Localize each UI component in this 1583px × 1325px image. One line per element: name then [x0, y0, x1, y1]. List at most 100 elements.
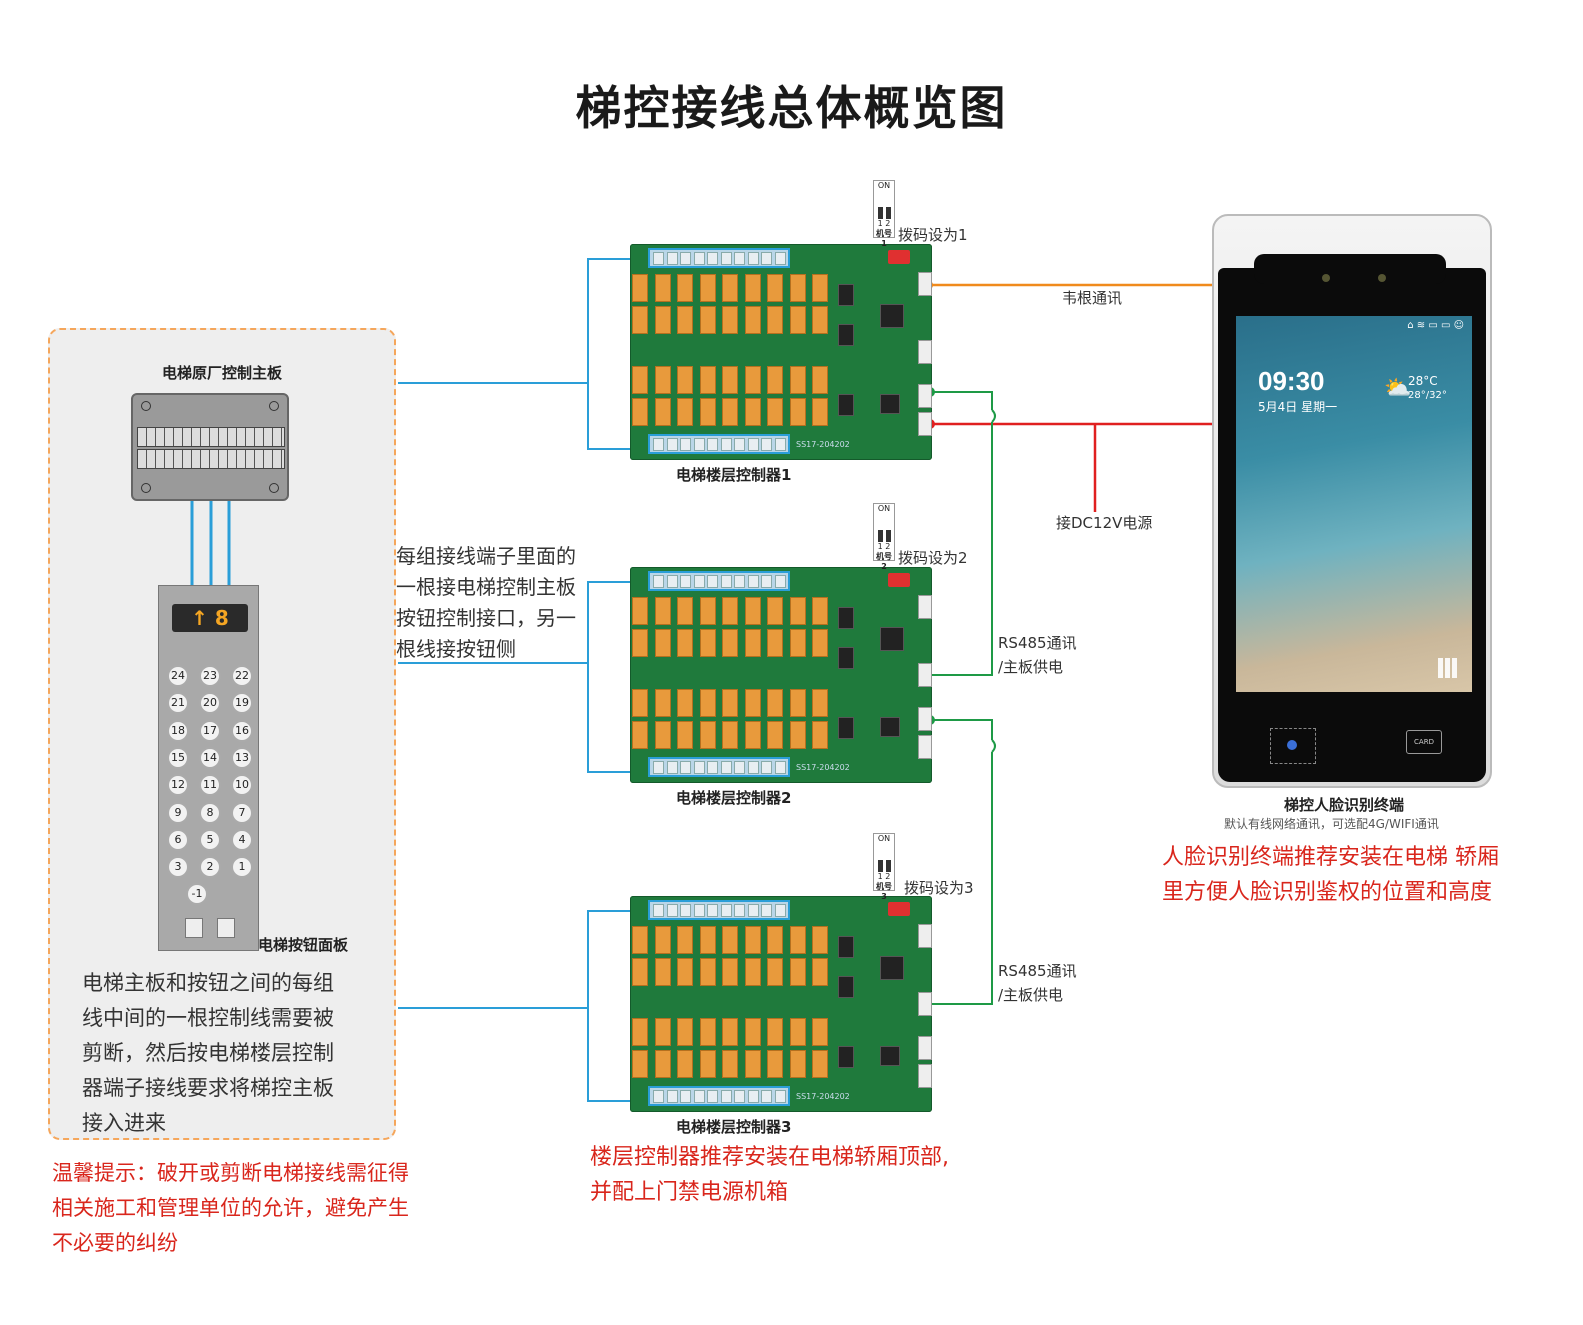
relay	[722, 958, 738, 986]
terminal-pin	[680, 904, 691, 917]
relay	[767, 274, 783, 302]
floor-button: 17	[199, 719, 221, 742]
relay	[699, 398, 716, 426]
cable-to-controller-2	[398, 581, 648, 773]
relay	[789, 629, 806, 657]
terminal-pin	[653, 761, 664, 774]
terminal-pin	[774, 252, 786, 265]
terminal-pin	[680, 1090, 691, 1103]
note-line: 人脸识别终端推荐安装在电梯 轿厢	[1162, 845, 1499, 870]
relay	[677, 1018, 693, 1046]
relay	[722, 1018, 738, 1046]
relay	[812, 274, 828, 302]
ic-chip	[880, 956, 904, 980]
floor-button: 10	[231, 774, 253, 797]
screen-temp-range: 28°/32°	[1408, 390, 1447, 401]
terminal-pin	[653, 438, 664, 451]
wire-connector	[918, 1036, 932, 1060]
weather-icon: ⛅	[1384, 376, 1412, 401]
note-line: 并配上门禁电源机箱	[590, 1180, 789, 1205]
wire-connector	[918, 924, 932, 948]
relay	[767, 398, 783, 426]
floor-button: 24	[167, 665, 189, 687]
relay	[632, 366, 648, 394]
relay	[744, 629, 761, 657]
dip-tag: 机号2	[876, 552, 892, 571]
relay	[812, 306, 828, 334]
ic-chip	[838, 717, 854, 739]
terminal-pin	[734, 1090, 745, 1103]
controller-install-note: 楼层控制器推荐安装在电梯轿厢顶部, 并配上门禁电源机箱	[590, 1140, 949, 1210]
floor-button: 14	[199, 746, 221, 769]
desc-line: 线中间的一根控制线需要被	[82, 1006, 334, 1030]
relay	[767, 926, 783, 954]
terminal-block	[648, 434, 790, 454]
rs485-line-text: /主板供电	[998, 986, 1064, 1004]
relay	[789, 597, 806, 625]
pcb-code: SS17-204202	[796, 1092, 850, 1101]
dip-switch[interactable]	[888, 573, 910, 587]
relay	[654, 366, 671, 394]
relay	[677, 629, 693, 657]
dip-numbers: 1 2	[877, 542, 891, 551]
floor-button: 18	[167, 719, 189, 742]
terminal-pin	[734, 904, 745, 917]
face-recognition-terminal: ⌂ ≋ ▭ ▭ ☺ 09:30 5月4日 星期一 ⛅ 28°C 28°/32° …	[1212, 214, 1492, 788]
relay	[699, 958, 716, 986]
floor-button: 3	[167, 856, 189, 879]
terminal-pin	[666, 904, 678, 917]
button-panel-label: 电梯按钮面板	[258, 936, 349, 954]
relay	[654, 689, 671, 717]
floor-button: 5	[199, 828, 221, 851]
relay	[699, 306, 716, 334]
relay	[767, 629, 783, 657]
floor-button: 1	[231, 856, 253, 879]
note-line: 根线接按钮侧	[396, 637, 516, 661]
relay	[654, 958, 671, 986]
terminal-pin	[774, 904, 786, 917]
dip-switch[interactable]	[888, 902, 910, 916]
relay	[632, 398, 648, 426]
dip-switch[interactable]	[888, 250, 910, 264]
note-line: 楼层控制器推荐安装在电梯轿厢顶部,	[590, 1145, 949, 1170]
dip-on-text: ON	[877, 834, 891, 843]
terminal-pin	[653, 575, 664, 588]
terminal-block	[648, 757, 790, 777]
camera-notch	[1254, 254, 1446, 284]
floor-button: 21	[167, 692, 189, 715]
terminal-pin	[693, 761, 705, 774]
relay	[722, 597, 738, 625]
terminal-pin	[761, 1090, 772, 1103]
terminal-pin	[680, 252, 691, 265]
note-line: 按钮控制接口，另一	[396, 606, 576, 630]
relay	[744, 721, 761, 749]
relay	[767, 1050, 783, 1078]
dip-tag: 机号1	[876, 229, 892, 248]
terminal-pin	[774, 575, 786, 588]
warning-line: 相关施工和管理单位的允许，避免产生	[52, 1196, 409, 1220]
relay	[744, 1050, 761, 1078]
ic-chip	[880, 304, 904, 328]
floor-button: 9	[167, 801, 189, 824]
relay	[812, 926, 828, 954]
terminal-pin	[761, 438, 772, 451]
terminal-pin	[693, 575, 705, 588]
relay	[677, 597, 693, 625]
dip-numbers: 1 2	[877, 872, 891, 881]
relay	[699, 366, 716, 394]
floor-button: 16	[231, 719, 253, 742]
door-open-button	[185, 918, 203, 938]
terminal-pin	[666, 1090, 678, 1103]
terminal-pin	[680, 575, 691, 588]
relay	[812, 629, 828, 657]
relay	[722, 689, 738, 717]
floor-button: -1	[186, 883, 208, 906]
keypad-icon[interactable]	[1438, 658, 1458, 678]
ic-chip	[880, 394, 900, 414]
relay	[654, 721, 671, 749]
relay	[722, 274, 738, 302]
relay	[722, 629, 738, 657]
controller-name: 电梯楼层控制器1	[676, 466, 792, 484]
desc-line: 剪断，然后按电梯楼层控制	[82, 1041, 334, 1065]
